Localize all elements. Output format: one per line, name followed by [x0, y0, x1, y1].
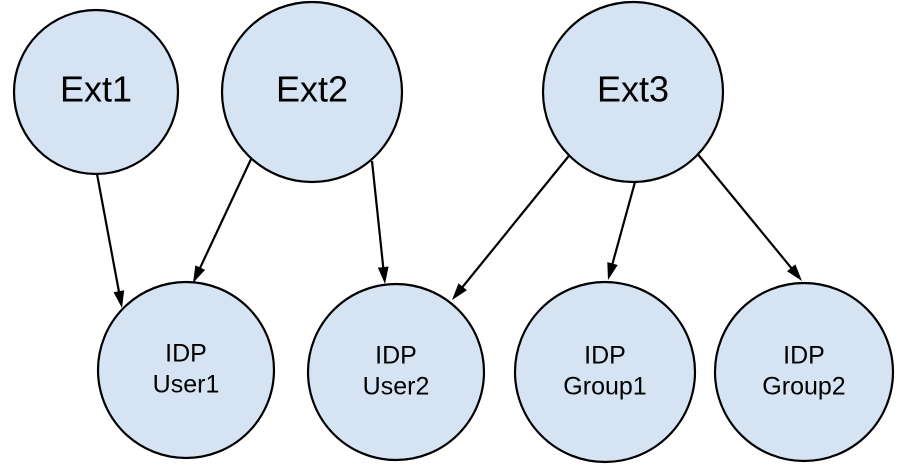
arrow-head-icon	[787, 264, 802, 281]
node-label-line1: IDP	[783, 341, 825, 369]
node-label-ext2: Ext2	[276, 69, 348, 110]
node-label-line2: Group1	[563, 372, 646, 400]
edges-layer	[95, 151, 802, 308]
node-circle-group1[interactable]	[513, 280, 697, 464]
node-label-group2: IDP Group2	[762, 341, 845, 400]
node-ext1[interactable]: Ext1	[12, 8, 180, 176]
node-ext3[interactable]: Ext3	[541, 0, 725, 184]
arrow-head-icon	[377, 266, 389, 284]
edge-line	[610, 181, 637, 267]
node-label-ext3: Ext3	[597, 69, 669, 110]
edge-ext1-to-user1	[95, 173, 125, 308]
node-circle-ext3[interactable]	[541, 0, 725, 184]
edge-ext2-to-user2	[370, 160, 389, 284]
edge-line	[695, 151, 794, 271]
node-circle-user2[interactable]	[306, 282, 486, 462]
edge-ext2-to-user1	[193, 156, 253, 283]
node-circle-group2[interactable]	[713, 281, 895, 463]
node-group1[interactable]: IDP Group1	[513, 280, 697, 464]
node-group2[interactable]: IDP Group2	[713, 281, 895, 463]
arrow-head-icon	[113, 290, 125, 308]
node-label-line2: Group2	[762, 372, 845, 400]
node-label-user2: IDP User2	[363, 341, 430, 400]
node-label-line2: User2	[363, 372, 430, 400]
node-label-line2: User1	[153, 370, 220, 398]
arrow-head-icon	[607, 262, 618, 280]
edge-ext3-to-group1	[607, 181, 637, 280]
node-label-group1: IDP Group1	[563, 341, 646, 400]
node-circle-user1[interactable]	[96, 280, 276, 460]
arrow-head-icon	[452, 283, 467, 300]
edge-line	[370, 160, 385, 271]
node-ext2[interactable]: Ext2	[220, 0, 404, 184]
edge-ext3-to-user2	[452, 151, 573, 300]
node-label-line1: IDP	[165, 339, 207, 367]
node-circle-ext2[interactable]	[220, 0, 404, 184]
node-user1[interactable]: IDP User1	[96, 280, 276, 460]
node-label-user1: IDP User1	[153, 339, 220, 398]
node-user2[interactable]: IDP User2	[306, 282, 486, 462]
edge-line	[459, 151, 573, 290]
arrow-head-icon	[193, 265, 206, 283]
node-label-line1: IDP	[375, 341, 417, 369]
node-label-ext1: Ext1	[60, 69, 132, 110]
node-circle-ext1[interactable]	[12, 8, 180, 176]
edge-ext3-to-group2	[695, 151, 802, 281]
edge-line	[197, 156, 253, 271]
node-label-line1: IDP	[584, 341, 626, 369]
edge-line	[95, 173, 121, 295]
